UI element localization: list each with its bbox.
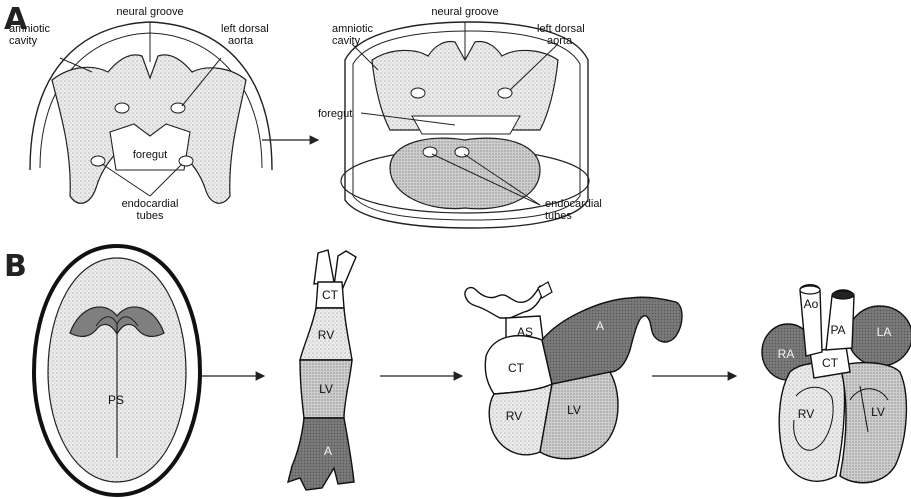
label-amniotic-cavity-2: cavity: [9, 35, 38, 47]
looped-aortic-sac-vessels: [465, 286, 544, 318]
label-mature-ao: Ao: [804, 297, 819, 311]
embryonic-disc: PS: [34, 246, 200, 495]
label-amniotic-cavity-late-2: cavity: [332, 35, 361, 47]
tube-atria: [288, 418, 354, 490]
linear-heart-tube: CT RV LV A: [288, 250, 356, 490]
label-left-dorsal-aorta-1: left dorsal: [221, 23, 269, 35]
label-looped-lv: LV: [567, 403, 581, 417]
label-left-dorsal-aorta-2: aorta: [228, 35, 254, 47]
label-neural-groove-late: neural groove: [431, 6, 498, 18]
label-looped-as: AS: [517, 325, 533, 339]
label-mature-lv: LV: [871, 405, 885, 419]
cross-section-early: neural groove amniotic cavity left dorsa…: [9, 6, 272, 222]
label-mature-rv: RV: [798, 407, 814, 421]
mature-rv: [779, 363, 844, 482]
label-endocardial-tubes-2: tubes: [137, 210, 164, 222]
label-ps: PS: [108, 393, 124, 407]
label-foregut: foregut: [133, 149, 167, 161]
label-looped-a: A: [596, 319, 604, 333]
label-amniotic-cavity-late-1: amniotic: [332, 23, 373, 35]
tube-outflow-left: [314, 250, 334, 284]
label-neural-groove: neural groove: [116, 6, 183, 18]
label-foregut-late: foregut: [318, 108, 352, 120]
label-left-dorsal-aorta-late-2: aorta: [547, 35, 573, 47]
label-endocardial-tubes-1: endocardial: [122, 198, 179, 210]
four-chamber-heart: Ao PA RA LA CT RV LV: [762, 285, 911, 483]
label-mature-pa: PA: [830, 323, 845, 337]
foregut-lumen-late: [412, 116, 520, 134]
label-looped-ct: CT: [508, 361, 525, 375]
label-tube-lv: LV: [319, 382, 333, 396]
looped-a: [542, 297, 682, 384]
cross-section-late: neural groove amniotic cavity left dorsa…: [318, 6, 602, 228]
panel-b-letter: B: [4, 249, 27, 284]
label-left-dorsal-aorta-late-1: left dorsal: [537, 23, 585, 35]
label-amniotic-cavity-1: amniotic: [9, 23, 50, 35]
label-tube-rv: RV: [318, 328, 334, 342]
label-endocardial-tubes-late-2: tubes: [545, 210, 572, 222]
label-looped-rv: RV: [506, 409, 522, 423]
label-tube-a: A: [324, 444, 332, 458]
label-mature-ct: CT: [822, 356, 839, 370]
looped-heart: AS CT A RV LV: [465, 282, 682, 459]
label-mature-la: LA: [877, 325, 892, 339]
dorsal-aorta-right: [115, 103, 129, 113]
embryo-tissue: [52, 55, 246, 203]
mature-lv: [840, 363, 906, 483]
label-tube-ct: CT: [322, 288, 339, 302]
label-mature-ra: RA: [778, 347, 795, 361]
aorta-right-late: [411, 88, 425, 98]
label-endocardial-tubes-late-1: endocardial: [545, 198, 602, 210]
